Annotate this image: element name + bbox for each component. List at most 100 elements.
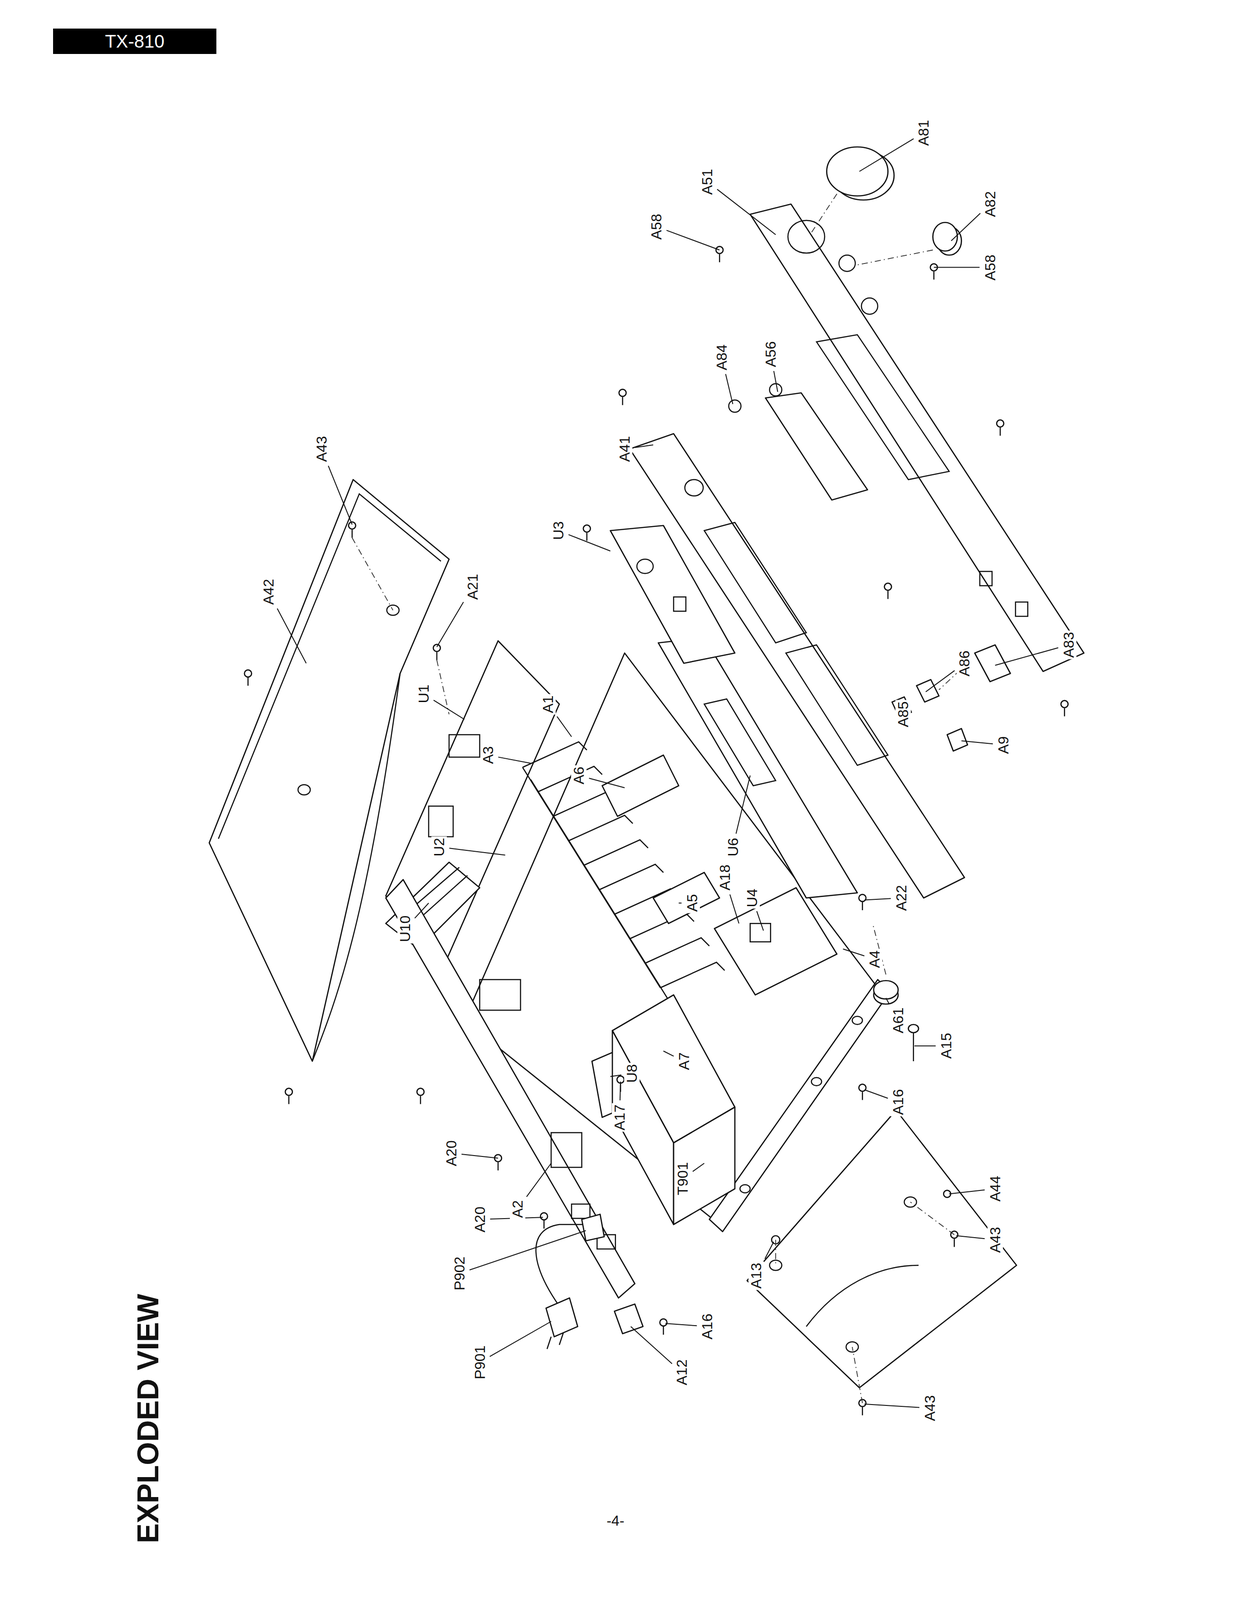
- leader-line: [925, 670, 955, 693]
- front-panel-part: [816, 334, 950, 480]
- brackets-part: [653, 872, 720, 925]
- callout-number: A16: [699, 1312, 715, 1342]
- callout-number: A41: [616, 435, 633, 464]
- leader-line: [328, 465, 353, 525]
- screws-part: [351, 529, 353, 538]
- leader-line: [568, 534, 611, 552]
- leader-line: [557, 716, 572, 738]
- circuit-board-part: [428, 806, 454, 838]
- circuit-board-part: [704, 699, 777, 786]
- leader-line: [526, 1163, 552, 1198]
- knob-part: [811, 194, 837, 234]
- power-cord-part: [581, 1214, 605, 1242]
- leader-line: [663, 1051, 675, 1057]
- callout-number: T901: [674, 1160, 691, 1197]
- screws-part: [619, 389, 627, 397]
- callout-number: P901: [472, 1344, 488, 1381]
- front-panel-part: [1015, 602, 1028, 617]
- leader-line: [773, 371, 778, 392]
- screws-part: [247, 677, 249, 686]
- front-sub-panel-part: [684, 479, 704, 497]
- power-cord-part: [614, 1304, 644, 1335]
- screws-part: [999, 427, 1001, 436]
- callout-number: A18: [717, 863, 733, 893]
- front-panel: [750, 204, 1085, 672]
- callout-number: A7: [676, 1051, 692, 1072]
- callout-number: A15: [938, 1031, 954, 1061]
- knob-part: [855, 249, 934, 266]
- heat-sink-part: [583, 840, 649, 866]
- screws-part: [884, 583, 892, 591]
- callout-number: P902: [451, 1255, 468, 1293]
- top-cover-part: [312, 673, 401, 1062]
- knob-part: [933, 222, 958, 252]
- leader-line: [859, 138, 915, 172]
- circuit-board-part: [750, 923, 771, 943]
- circuit-board-part: [714, 888, 837, 996]
- front-sub-panel-part: [629, 433, 965, 899]
- screws: [244, 246, 1069, 1416]
- screws-part: [244, 669, 252, 678]
- callout-number: A83: [1060, 630, 1077, 660]
- leader-line: [665, 1323, 697, 1326]
- side-panel: [747, 1110, 1017, 1389]
- page-number: -4-: [605, 1513, 626, 1529]
- top-cover-part: [298, 784, 311, 796]
- chassis-part: [551, 1133, 582, 1169]
- callout-number: A43: [987, 1225, 1003, 1255]
- front-panel-part: [765, 392, 868, 500]
- screws-part: [288, 1096, 290, 1105]
- screws-part: [621, 396, 623, 406]
- screws-part: [583, 525, 591, 533]
- switch-parts-part: [974, 645, 1011, 682]
- chassis-part: [739, 1184, 751, 1193]
- leader-line: [725, 374, 734, 405]
- screws-part: [348, 522, 356, 530]
- model-badge: TX-810: [53, 28, 217, 54]
- screws-part: [861, 1407, 863, 1416]
- callout-number: A82: [982, 190, 998, 219]
- heat-sink-part: [568, 815, 633, 841]
- leader-line: [864, 1404, 920, 1409]
- screws-part: [416, 1088, 425, 1096]
- foot-and-stud: [872, 923, 919, 1062]
- leader-line: [949, 1190, 985, 1195]
- alignment-lines-part: [352, 537, 393, 611]
- callout-number: A22: [893, 884, 910, 913]
- screws-part: [718, 254, 720, 263]
- leader-line: [620, 1081, 621, 1101]
- leader-line: [956, 1236, 985, 1240]
- screws-part: [1060, 700, 1069, 709]
- callout-number: A42: [260, 577, 277, 607]
- callout-number: U1: [415, 683, 432, 705]
- screws-part: [433, 644, 441, 652]
- screws-part: [933, 271, 935, 280]
- callout-number: A44: [987, 1174, 1003, 1204]
- callout-number: A86: [956, 649, 973, 678]
- callout-number: U2: [431, 836, 447, 858]
- leader-line: [589, 778, 625, 788]
- brackets-part: [602, 755, 680, 817]
- callout-number: A3: [480, 744, 496, 766]
- circuit-board-part: [673, 596, 686, 612]
- leader-line: [461, 1154, 499, 1159]
- heat-sink-part: [530, 779, 669, 1001]
- callout-number: A81: [915, 118, 932, 147]
- front-sub-panel-part: [728, 400, 742, 413]
- switch-parts-part: [947, 728, 968, 752]
- callout-number: A2: [509, 1199, 526, 1220]
- chassis-part: [479, 979, 521, 1011]
- callout-number: A43: [313, 435, 330, 464]
- power-cord-part: [559, 1333, 564, 1346]
- page-title: EXPLODED VIEW: [132, 1291, 164, 1546]
- callout-number: A58: [982, 253, 998, 282]
- callout-number: A51: [699, 167, 715, 196]
- front-panel-part: [839, 255, 856, 272]
- screws-part: [586, 532, 588, 542]
- screws-part: [1064, 708, 1066, 717]
- knob-part: [826, 146, 889, 196]
- callout-number: A1: [540, 694, 556, 715]
- heat-sink-part: [522, 742, 587, 768]
